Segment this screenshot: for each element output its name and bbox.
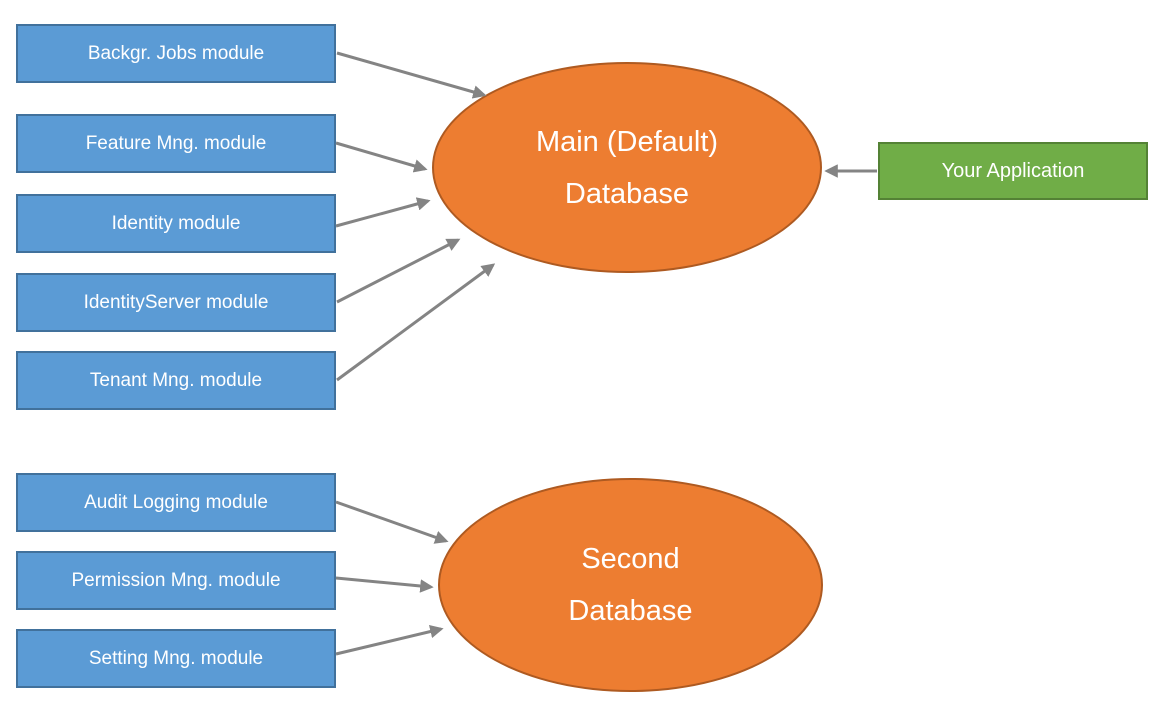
arrow-setting-management-to-second-db xyxy=(335,624,444,656)
arrow-tenant-management-to-main-db xyxy=(336,263,496,382)
main-database-ellipse: Main (Default) Database xyxy=(432,62,822,273)
module-box-identity: Identity module xyxy=(16,194,336,253)
second-database-label-line1: Second xyxy=(581,543,680,575)
arrow-feature-management-to-main-db xyxy=(335,141,428,173)
arrow-identityserver-to-main-db xyxy=(336,238,461,304)
module-box-background-jobs: Backgr. Jobs module xyxy=(16,24,336,83)
main-database-label-line1: Main (Default) xyxy=(535,125,719,158)
module-box-feature-management: Feature Mng. module xyxy=(16,114,336,173)
your-application-box: Your Application xyxy=(878,142,1148,200)
module-box-identityserver: IdentityServer module xyxy=(16,273,336,332)
arrow-audit-logging-to-second-db xyxy=(335,500,449,544)
arrow-permission-management-to-second-db xyxy=(335,576,434,593)
main-database-label-line2: Database xyxy=(564,177,690,210)
second-database-ellipse: Second Database xyxy=(438,478,823,692)
arrow-background-jobs-to-main-db xyxy=(336,51,487,99)
module-box-permission-management: Permission Mng. module xyxy=(16,551,336,610)
arrow-identity-to-main-db xyxy=(335,197,431,228)
module-box-setting-management: Setting Mng. module xyxy=(16,629,336,688)
second-database-label-line2: Database xyxy=(568,595,693,627)
module-box-audit-logging: Audit Logging module xyxy=(16,473,336,532)
module-box-tenant-management: Tenant Mng. module xyxy=(16,351,336,410)
